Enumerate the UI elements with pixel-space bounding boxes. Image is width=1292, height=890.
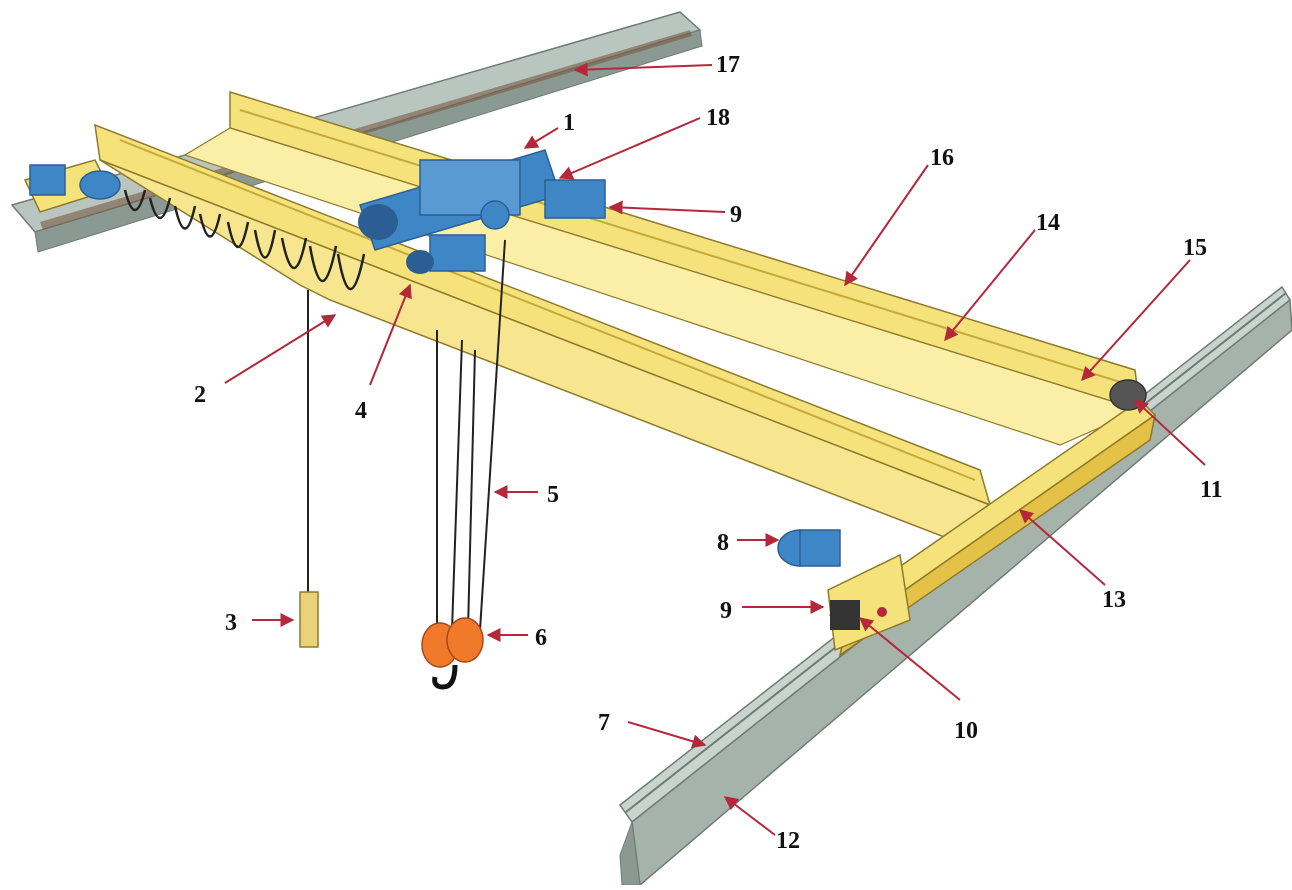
arrow-1: [523, 127, 559, 149]
back-end-carriage: [23, 159, 121, 213]
arrow-10: [858, 617, 961, 701]
callout-labels: 1 18 17 9 16 14 15 11 13 8 9 10 2 4 3 5 …: [194, 52, 1223, 854]
trolley-hoist: [358, 149, 606, 274]
label-16: 16: [930, 145, 954, 171]
label-1: 1: [563, 110, 575, 136]
hoist-ropes: [436, 239, 506, 631]
arrow-4: [369, 283, 412, 386]
arrow-12: [723, 796, 776, 836]
label-9-top: 9: [730, 202, 742, 228]
label-8: 8: [717, 530, 729, 556]
arrow-11: [1133, 399, 1206, 466]
label-10: 10: [954, 718, 978, 744]
arrow-17: [573, 62, 713, 77]
arrow-13: [1018, 509, 1106, 586]
long-travel-motor: [777, 529, 841, 567]
label-12: 12: [776, 828, 800, 854]
label-9-bottom: 9: [720, 598, 732, 624]
arrow-14: [944, 229, 1036, 342]
arrow-16: [844, 164, 929, 287]
label-17: 17: [716, 52, 740, 78]
arrow-2: [224, 314, 337, 384]
front-end-carriage: [827, 379, 1157, 657]
label-4: 4: [355, 398, 367, 424]
label-2: 2: [194, 382, 206, 408]
label-14: 14: [1036, 210, 1060, 236]
label-18: 18: [706, 105, 730, 131]
label-arrows: [224, 62, 1206, 836]
label-3: 3: [225, 610, 237, 636]
label-6: 6: [535, 625, 547, 651]
label-11: 11: [1200, 477, 1223, 503]
arrow-15: [1081, 259, 1191, 382]
arrow-9-top: [608, 200, 726, 215]
label-15: 15: [1183, 235, 1207, 261]
label-5: 5: [547, 482, 559, 508]
festoon-cable: [123, 189, 366, 290]
pendant-control: [299, 290, 319, 648]
label-7: 7: [598, 710, 610, 736]
label-13: 13: [1102, 587, 1126, 613]
hook-block: [421, 617, 484, 690]
arrow-7: [627, 721, 707, 749]
front-girder: [94, 123, 992, 546]
arrow-18: [558, 117, 701, 180]
